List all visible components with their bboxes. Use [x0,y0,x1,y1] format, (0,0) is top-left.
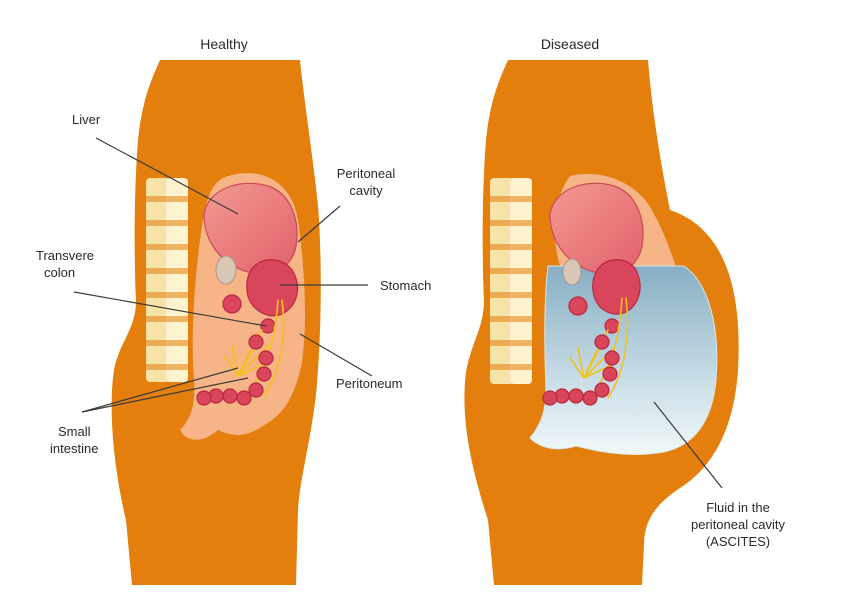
ascites-label-line2: peritoneal cavity [691,517,785,532]
peritoneal-cavity-label-line1: Peritoneal [337,166,396,181]
diseased-small-intestine [542,334,620,406]
healthy-panel: Healthy [36,36,431,585]
ascites-leader [653,401,723,489]
liver-label: Liver [72,112,101,127]
peritoneum-label: Peritoneum [336,376,402,391]
diseased-gallbladder [562,258,582,286]
diseased-colon [568,296,588,316]
transverse-colon-label-line2: colon [44,265,75,280]
transverse-colon-leader [73,291,267,327]
small-intestine-leader-1 [81,367,239,413]
small-intestine-label-line2: intestine [50,441,98,456]
healthy-colon [222,294,242,314]
healthy-spine [146,178,188,382]
healthy-mesentery [223,299,285,397]
healthy-title: Healthy [200,36,247,52]
diseased-stomach [592,259,641,315]
stomach-label: Stomach [380,278,431,293]
small-intestine-leader-2 [81,377,249,413]
liver-leader [95,137,239,215]
transverse-colon-label-line1: Transvere [36,248,94,263]
healthy-stomach [246,259,299,317]
small-intestine-label-line1: Small [58,424,91,439]
diseased-panel: Diseased [464,36,785,585]
diseased-spine [490,178,532,384]
peritoneal-cavity-leader [297,205,341,243]
diseased-title: Diseased [541,36,599,52]
peritoneum-leader [299,333,373,377]
healthy-small-intestine [196,334,274,406]
healthy-gallbladder [215,255,237,285]
peritoneal-cavity-label-line2: cavity [349,183,383,198]
ascites-label-line1: Fluid in the [706,500,770,515]
ascites-label-line3: (ASCITES) [706,534,770,549]
